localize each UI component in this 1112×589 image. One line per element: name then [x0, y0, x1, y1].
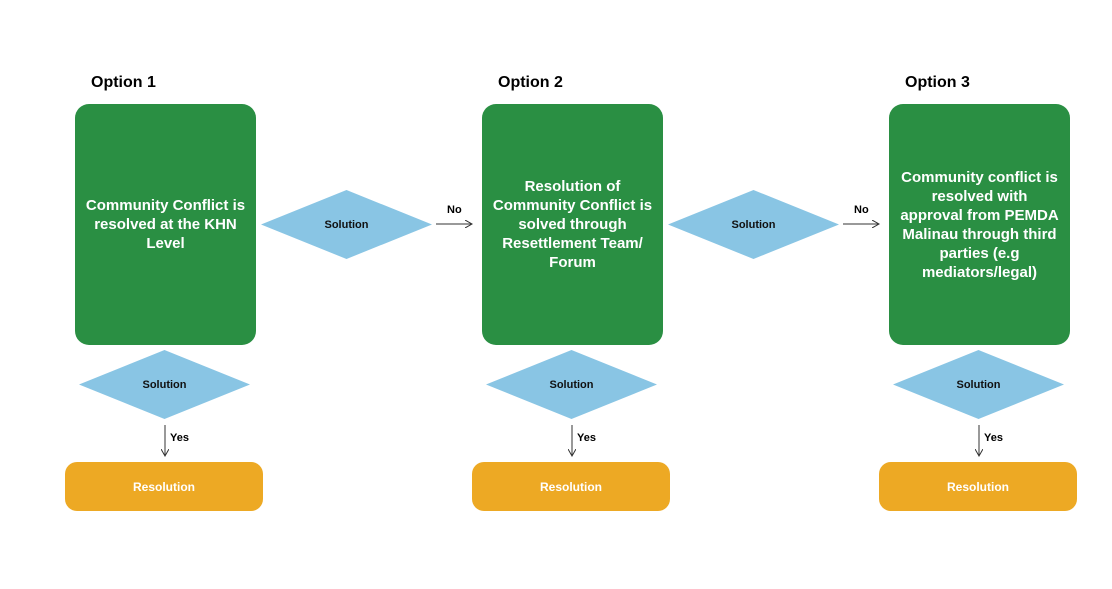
connector-1-decision-label: Solution	[324, 218, 369, 231]
option-3-process-box: Community conflict is resolved with appr…	[889, 104, 1070, 345]
option-1-process-text: Community Conflict is resolved at the KH…	[85, 197, 246, 252]
option-1-decision-diamond: Solution	[79, 350, 250, 419]
option-2-title: Option 2	[498, 74, 563, 91]
connector-2-decision-diamond: Solution	[668, 190, 839, 259]
option-3-resolution-box: Resolution	[879, 462, 1077, 511]
option-2-process-box: Resolution of Community Conflict is solv…	[482, 104, 663, 345]
option-2-decision-diamond: Solution	[486, 350, 657, 419]
connector-2-no-label: No	[854, 204, 869, 216]
connector-1-decision-diamond: Solution	[261, 190, 432, 259]
option-3-decision-label: Solution	[956, 378, 1001, 391]
option-3-title: Option 3	[905, 74, 970, 91]
connector-2-decision-label: Solution	[731, 218, 776, 231]
option-3-decision-diamond: Solution	[893, 350, 1064, 419]
option-1-process-box: Community Conflict is resolved at the KH…	[75, 104, 256, 345]
option-3-yes-label: Yes	[984, 432, 1003, 444]
option-2-process-text: Resolution of Community Conflict is solv…	[492, 178, 653, 271]
option-1-resolution-label: Resolution	[133, 479, 195, 494]
connector-1-no-label: No	[447, 204, 462, 216]
option-2-resolution-label: Resolution	[540, 479, 602, 494]
option-1-yes-label: Yes	[170, 432, 189, 444]
option-2-yes-label: Yes	[577, 432, 596, 444]
option-1-title: Option 1	[91, 74, 156, 91]
option-2-decision-label: Solution	[549, 378, 594, 391]
option-3-resolution-label: Resolution	[947, 479, 1009, 494]
option-1-resolution-box: Resolution	[65, 462, 263, 511]
option-2-resolution-box: Resolution	[472, 462, 670, 511]
option-3-process-text: Community conflict is resolved with appr…	[900, 168, 1059, 281]
option-1-decision-label: Solution	[142, 378, 187, 391]
